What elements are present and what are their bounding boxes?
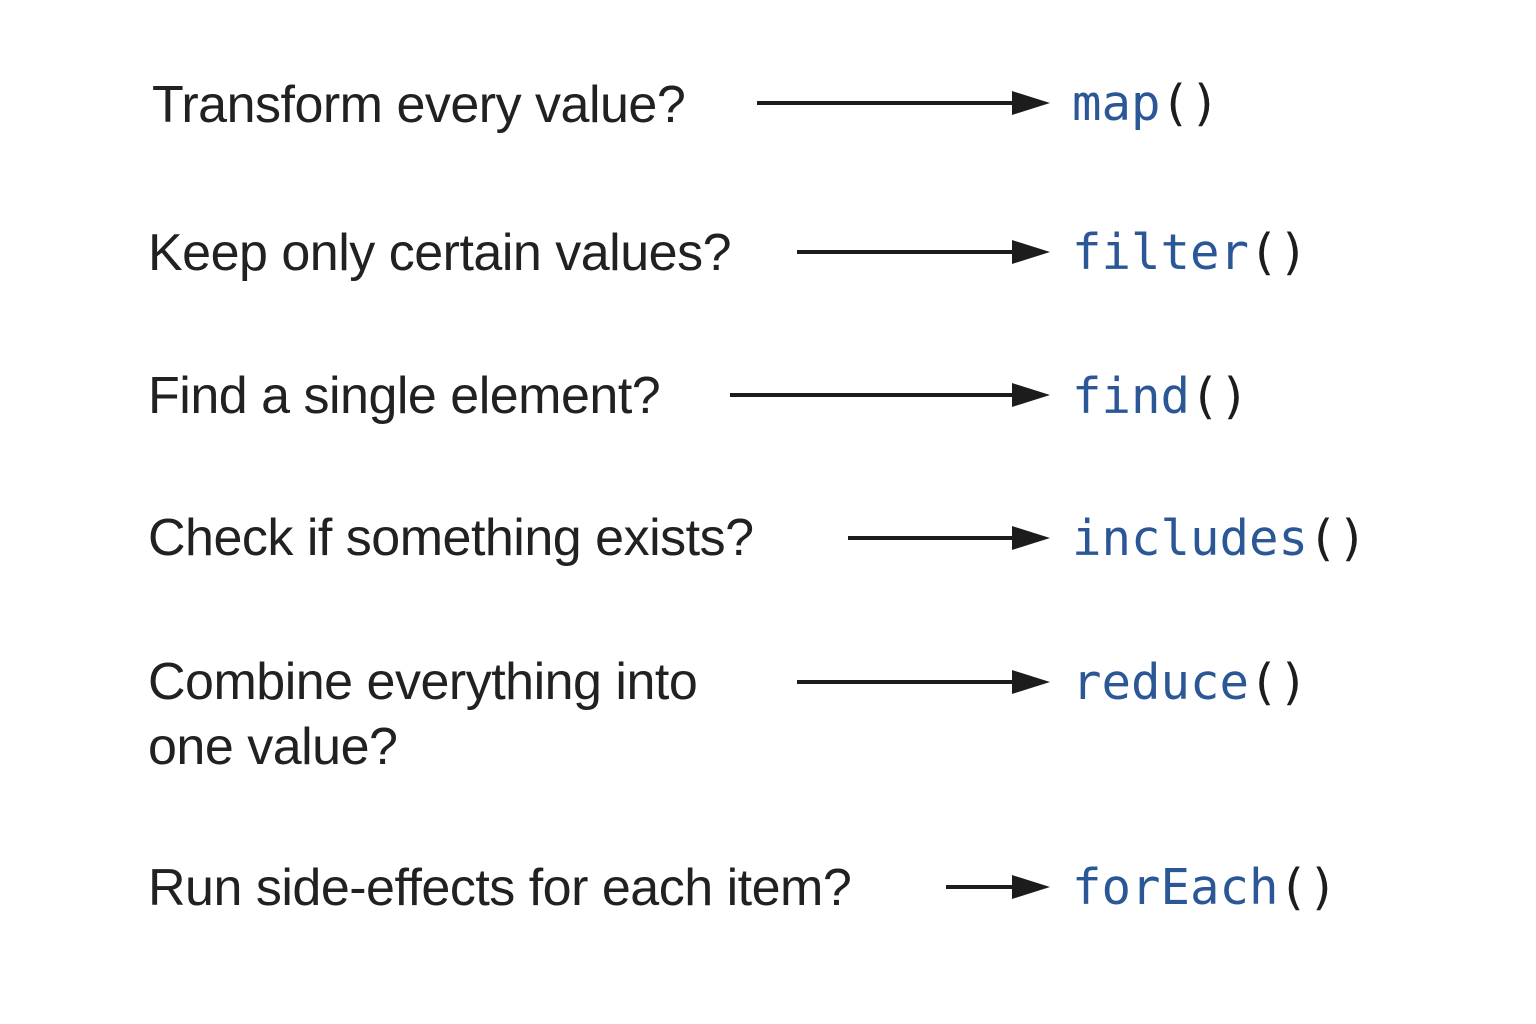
question-text: Run side-effects for each item? [148, 859, 852, 917]
method-name: find [1072, 368, 1191, 425]
method-name: reduce [1072, 654, 1250, 711]
question-text: Check if something exists? [148, 509, 754, 567]
right-arrow-icon [946, 875, 1050, 899]
method-code: find() [1072, 368, 1249, 425]
method-parens: () [1160, 75, 1220, 132]
right-arrow-icon [797, 240, 1050, 264]
method-code: filter() [1072, 224, 1308, 281]
question-text: Keep only certain values? [148, 224, 732, 282]
right-arrow-icon [848, 526, 1050, 550]
method-code: reduce() [1072, 654, 1308, 711]
method-code: map() [1072, 75, 1220, 132]
method-name: filter [1072, 224, 1250, 281]
question-text: Combine everything into one value? [148, 653, 698, 776]
method-code: forEach() [1072, 859, 1338, 916]
method-parens: () [1278, 859, 1338, 916]
right-arrow-icon [797, 670, 1050, 694]
method-name: forEach [1072, 859, 1279, 916]
method-parens: () [1249, 654, 1309, 711]
method-parens: () [1249, 224, 1309, 281]
right-arrow-icon [757, 91, 1050, 115]
method-parens: () [1190, 368, 1250, 425]
method-name: includes [1072, 510, 1309, 567]
right-arrow-icon [730, 383, 1050, 407]
question-text: Transform every value? [152, 76, 686, 134]
method-parens: () [1308, 510, 1368, 567]
method-name: map [1072, 75, 1161, 132]
method-code: includes() [1072, 510, 1367, 567]
question-text: Find a single element? [148, 367, 661, 425]
